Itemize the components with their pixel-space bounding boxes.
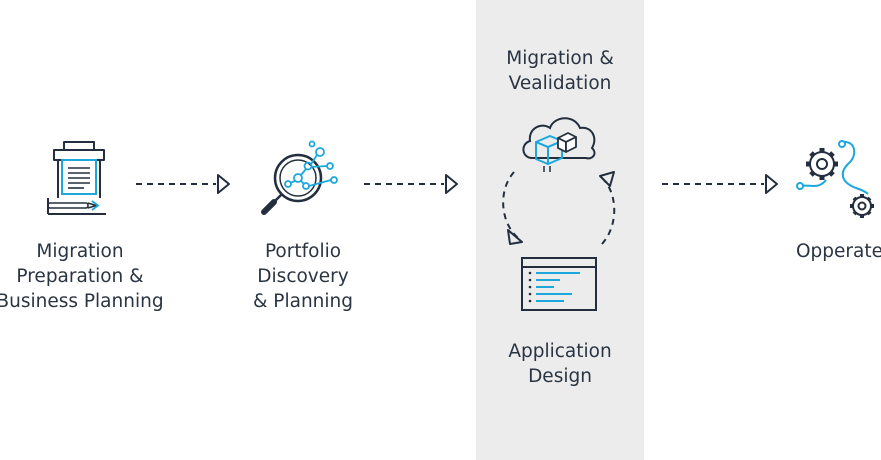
- checklist-document-icon: [47, 141, 106, 215]
- step-label-line: Business Planning: [0, 291, 164, 312]
- gears-icon: [796, 140, 874, 218]
- magnifier-network-icon: [261, 140, 338, 215]
- step-label-line: Portfolio: [264, 241, 342, 262]
- step-label-application-design: Application Design: [480, 339, 640, 389]
- cloud-cubes-icon: [522, 117, 596, 172]
- arrow-1: [136, 174, 230, 194]
- step-label-line: Migration &: [506, 48, 614, 69]
- step-label-migration-preparation: Migration Preparation & Business Plannin…: [0, 239, 166, 314]
- code-window-icon: [521, 257, 597, 311]
- step-label-migration-validation: Migration & Vealidation: [480, 46, 640, 96]
- step-label-line: Discovery: [257, 266, 349, 287]
- step-label-portfolio-discovery: Portfolio Discovery & Planning: [228, 239, 378, 314]
- cycle-arrows: [502, 171, 616, 245]
- step-label-line: Opperate: [796, 241, 881, 262]
- step-label-line: Application: [508, 341, 612, 362]
- step-label-line: Design: [528, 366, 592, 387]
- highlight-band: [476, 0, 644, 460]
- step-label-operate: Opperate: [796, 239, 881, 264]
- step-label-line: Preparation &: [16, 266, 144, 287]
- step-label-line: & Planning: [253, 291, 353, 312]
- arrow-2: [364, 174, 458, 194]
- arrow-3: [662, 174, 778, 194]
- step-label-line: Migration: [36, 241, 124, 262]
- step-label-line: Vealidation: [508, 73, 612, 94]
